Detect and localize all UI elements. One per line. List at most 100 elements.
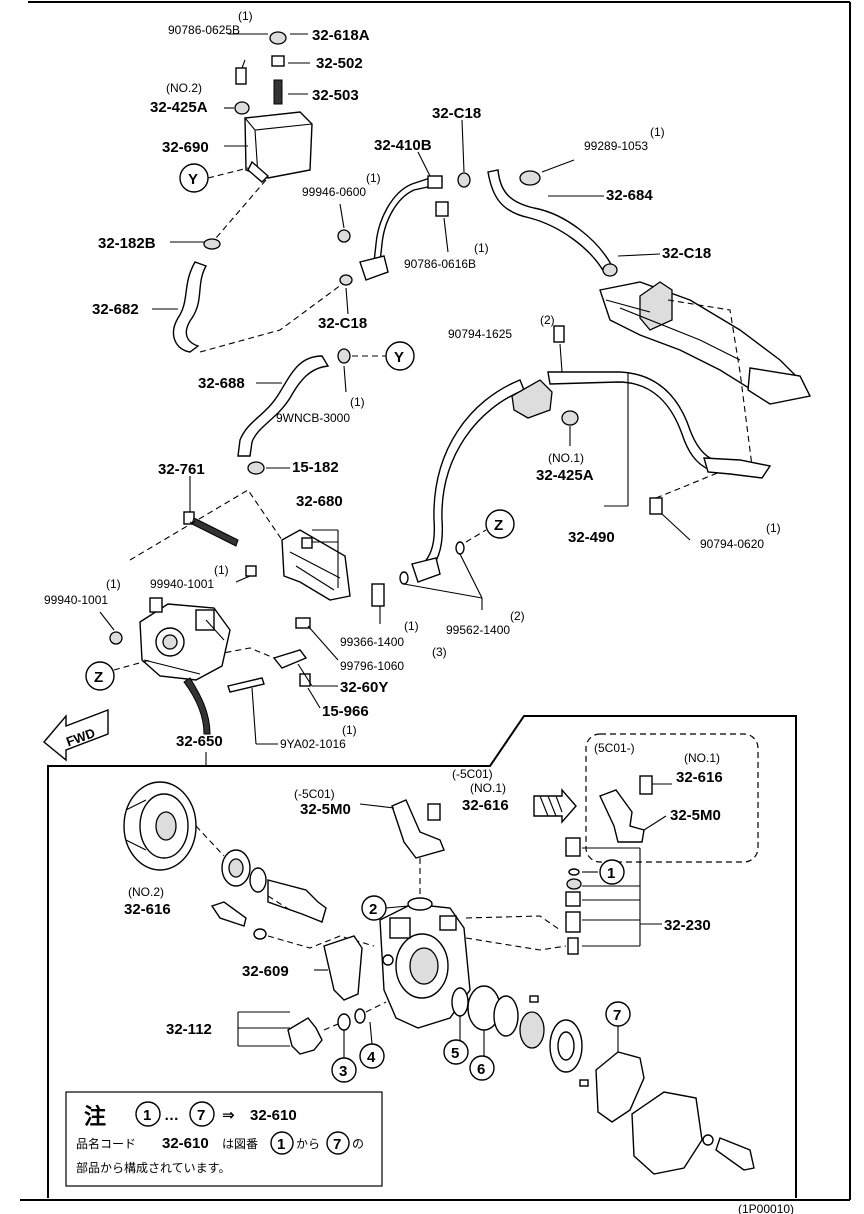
inset-box-5C01 (585, 733, 759, 863)
label-15-182: 15-182 (292, 459, 339, 476)
bracket-32-60Y (272, 649, 308, 669)
pressure-hose-end-bracket (703, 457, 772, 479)
screw-32-503 (273, 79, 283, 105)
note-line2-d: から (296, 1137, 320, 1151)
label-32-230: 32-230 (664, 917, 711, 934)
cap-32-618A (269, 31, 287, 45)
nut-99940-1001b (245, 565, 257, 577)
label-99946-0600-qty: (1) (366, 171, 381, 185)
callout-Z-left-text: Z (94, 669, 103, 686)
bolt-90794-1625 (553, 325, 565, 343)
bolt-9YA02-1016 (227, 677, 265, 693)
reservoir-32-690 (244, 111, 313, 179)
label-5C01-box: (5C01-) (594, 741, 635, 755)
bolt-32-616-no2 (210, 901, 247, 927)
nut-99940-1001a (109, 631, 123, 645)
plate-32-609 (323, 935, 363, 1001)
callout-1 (599, 859, 625, 885)
clamp-9WNCB-3000 (337, 348, 351, 364)
label-99940-1001b-qty: (1) (214, 563, 229, 577)
bolt-32-616-box (639, 775, 653, 795)
pressure-hose-32-490 (415, 379, 525, 580)
label-5C01-mid: (-5C01) (452, 767, 493, 781)
cam-ring-inner (557, 1031, 575, 1061)
pressure-hose-pump-fitting (411, 557, 441, 583)
fitting-32-5M0-box (599, 789, 645, 843)
o-ring-2 (407, 897, 433, 911)
label-15-966: 15-966 (322, 703, 369, 720)
gasket-7 (595, 1051, 645, 1123)
bolt-90786-0625B (235, 67, 247, 85)
note-target: 32-610 (250, 1107, 297, 1124)
label-90786-0616B: 90786-0616B (404, 257, 476, 271)
callout-2-text: 2 (369, 901, 377, 918)
clamp-32-C18-mid (339, 274, 353, 286)
label-32-5M0-left: 32-5M0 (300, 801, 351, 818)
ring-5 (451, 987, 469, 1017)
label-32-690: 32-690 (162, 139, 209, 156)
ring-4 (354, 1008, 366, 1024)
label-32-680: 32-680 (296, 493, 343, 510)
label-9WNCB-3000: 9WNCB-3000 (276, 411, 350, 425)
label-99946-0600: 99946-0600 (302, 185, 366, 199)
label-9YA02-1016-qty: (1) (342, 723, 357, 737)
callout-4-text: 4 (367, 1049, 376, 1066)
callout-7-text: 7 (613, 1007, 621, 1024)
side-plate (493, 995, 519, 1037)
note-line2-a: 品名コード (76, 1136, 136, 1151)
label-90794-0620-qty: (1) (766, 521, 781, 535)
clamp-99946-0600 (337, 229, 351, 243)
label-32-616-no2-qty: (NO.2) (128, 885, 164, 899)
label-99366-1400-qty: (1) (404, 619, 419, 633)
snap-ring (253, 928, 267, 940)
callout-6-text: 6 (477, 1061, 485, 1078)
label-32-425A-top: 32-425A (150, 99, 208, 116)
label-99562-1400: 99562-1400 (446, 623, 510, 637)
shaft (267, 879, 327, 923)
assembly-arrow (183, 677, 211, 735)
label-32-684: 32-684 (606, 187, 653, 204)
label-32-C18-top: 32-C18 (432, 105, 481, 122)
callout-7 (605, 1001, 631, 1027)
label-32-616-no2: 32-616 (124, 901, 171, 918)
label-99940-1001b: 99940-1001 (150, 577, 214, 591)
callout-3-text: 3 (339, 1063, 347, 1080)
reservoir-outlet (247, 160, 270, 183)
label-90794-0620: 90794-0620 (700, 537, 764, 551)
label-32-503: 32-503 (312, 87, 359, 104)
hose-32-684 (487, 169, 613, 274)
label-32-410B: 32-410B (374, 137, 432, 154)
valve-spring (565, 891, 581, 907)
label-32-616-mid-qty: (NO.1) (470, 781, 506, 795)
label-32-688: 32-688 (198, 375, 245, 392)
label-32-425A-no1-qty: (NO.1) (548, 451, 584, 465)
note-circle-from (135, 1101, 161, 1127)
switch-32-112 (287, 1017, 323, 1055)
seal (249, 867, 267, 893)
pipe-32-410B (373, 177, 433, 263)
callout-6 (469, 1055, 495, 1081)
pipe-32-410B-end (359, 255, 389, 281)
fwd-arrow: FWD (43, 708, 109, 762)
label-32-425A-no1: 32-425A (536, 467, 594, 484)
cap-32-425A-no1 (561, 410, 579, 426)
label-32-60Y: 32-60Y (340, 679, 388, 696)
pump-body-exploded (379, 903, 471, 1029)
note-line2-e: の (352, 1137, 364, 1151)
label-32-C18-right: 32-C18 (662, 245, 711, 262)
label-5C01-left: (-5C01) (294, 787, 335, 801)
nut-32-680 (301, 537, 313, 549)
callout-3 (331, 1057, 357, 1083)
washer-99562-1400-a (399, 571, 409, 585)
pump-body-top (139, 603, 231, 681)
valve-connector (567, 937, 579, 955)
note-line2-n1: 1 (277, 1136, 285, 1153)
callout-Y-mid-text: Y (394, 349, 404, 366)
hatched-arrow (533, 788, 577, 824)
label-32-682: 32-682 (92, 301, 139, 318)
label-32-761: 32-761 (158, 461, 205, 478)
callout-5 (443, 1039, 469, 1065)
hose-32-688 (237, 355, 330, 457)
pulley (123, 781, 197, 871)
